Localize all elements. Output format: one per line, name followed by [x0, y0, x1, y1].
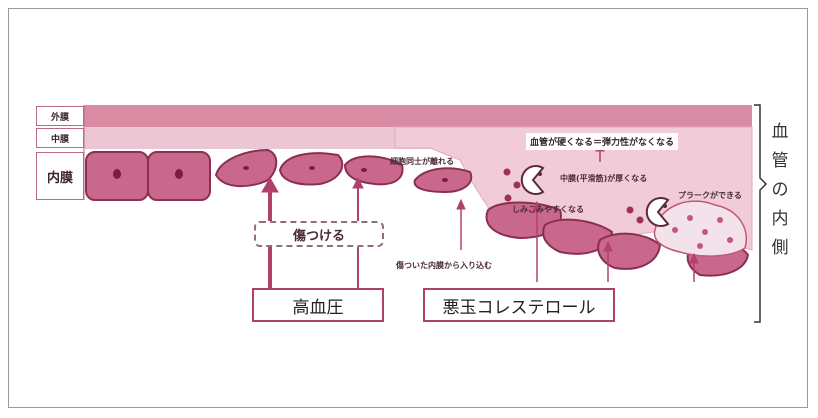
- arrow: [456, 198, 466, 250]
- arrow: [532, 200, 542, 282]
- cholesterol-particle: [504, 194, 512, 202]
- endothelial-cell: [147, 151, 211, 201]
- enter-label: 傷ついた内膜から入り込む: [396, 261, 492, 270]
- vessel-inside-label: 血 管 の 内 側: [770, 118, 790, 263]
- vessel-inside-bracket: [754, 104, 768, 323]
- seep-label: しみこみやすくなる: [512, 205, 584, 214]
- plaque-label: プラークができる: [678, 191, 742, 200]
- vessel-inside-char: 側: [771, 238, 789, 258]
- smooth-muscle-cell: [597, 232, 662, 270]
- cholesterol-character-icon: [645, 197, 670, 227]
- outer-membrane-label: 外膜: [36, 106, 84, 126]
- cell-nucleus: [442, 178, 448, 182]
- middle-membrane-label: 中膜: [36, 128, 84, 148]
- arrow: [603, 240, 613, 282]
- cell-nucleus: [243, 166, 249, 170]
- endothelial-cell: [85, 151, 149, 201]
- cholesterol-particle: [636, 216, 644, 224]
- cholesterol-particle: [503, 168, 511, 176]
- cholesterol-particle: [513, 181, 521, 189]
- cell-nucleus: [361, 168, 367, 172]
- harden-label: 血管が硬くなる＝弾力性がなくなる: [526, 133, 679, 150]
- high-blood-pressure-box: 高血圧: [252, 288, 384, 322]
- outer-membrane-band: [84, 105, 752, 127]
- inner-membrane-label: 内膜: [36, 152, 84, 200]
- cholesterol-particle: [626, 206, 634, 214]
- vessel-inside-char: 血: [771, 122, 789, 142]
- vessel-inside-char: 内: [771, 209, 789, 229]
- cholesterol-character-icon: [520, 165, 545, 195]
- thicken-label: 中膜(平滑筋)が厚くなる: [560, 174, 648, 183]
- cells-separate-label: 細胞同士が離れる: [390, 157, 454, 166]
- arrow: [689, 252, 699, 282]
- cell-nucleus: [309, 166, 315, 170]
- bad-cholesterol-box: 悪玉コレステロール: [423, 288, 615, 322]
- damaged-cell: [343, 155, 404, 186]
- plaque-cluster: [653, 200, 747, 257]
- vessel-inside-char: 管: [771, 151, 789, 171]
- vessel-inside-char: の: [771, 180, 789, 200]
- hurt-label: 傷つける: [254, 221, 384, 247]
